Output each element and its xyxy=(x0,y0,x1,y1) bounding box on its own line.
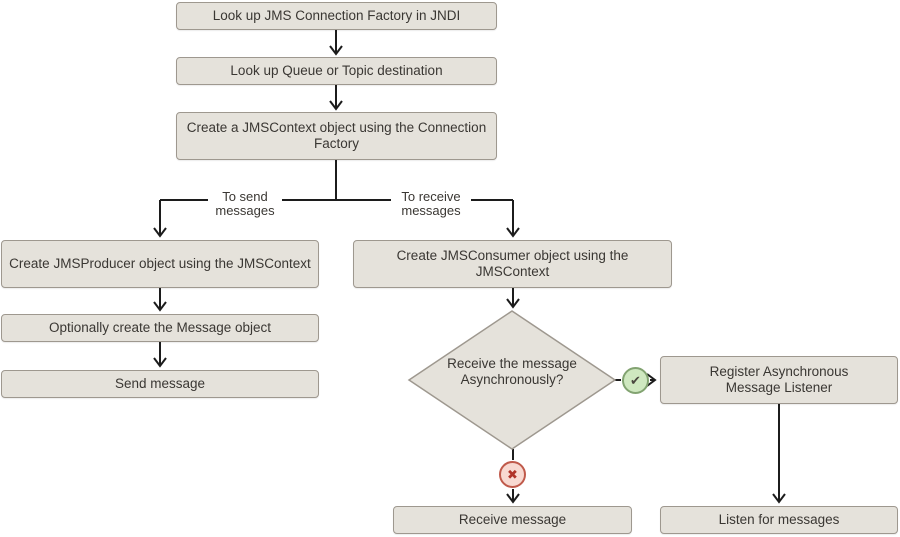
node-lookup-factory: Look up JMS Connection Factory in JNDI xyxy=(176,2,497,30)
decision-label: Receive the message Asynchronously? xyxy=(447,356,577,387)
node-receive-message: Receive message xyxy=(393,506,632,534)
node-lookup-destination: Look up Queue or Topic destination xyxy=(176,57,497,85)
cross-circle-icon: ✖ xyxy=(499,461,526,488)
branch-label-receive: To receive messages xyxy=(391,190,471,218)
decision-diamond xyxy=(407,310,617,450)
node-register-listener: Register Asynchronous Message Listener xyxy=(660,356,898,404)
node-send-message: Send message xyxy=(1,370,319,398)
node-create-context: Create a JMSContext object using the Con… xyxy=(176,112,497,160)
check-circle-icon: ✔ xyxy=(622,367,649,394)
node-create-consumer: Create JMSConsumer object using the JMSC… xyxy=(353,240,672,288)
node-create-producer: Create JMSProducer object using the JMSC… xyxy=(1,240,319,288)
node-create-message: Optionally create the Message object xyxy=(1,314,319,342)
branch-label-send: To send messages xyxy=(208,190,282,218)
node-listen-messages: Listen for messages xyxy=(660,506,898,534)
